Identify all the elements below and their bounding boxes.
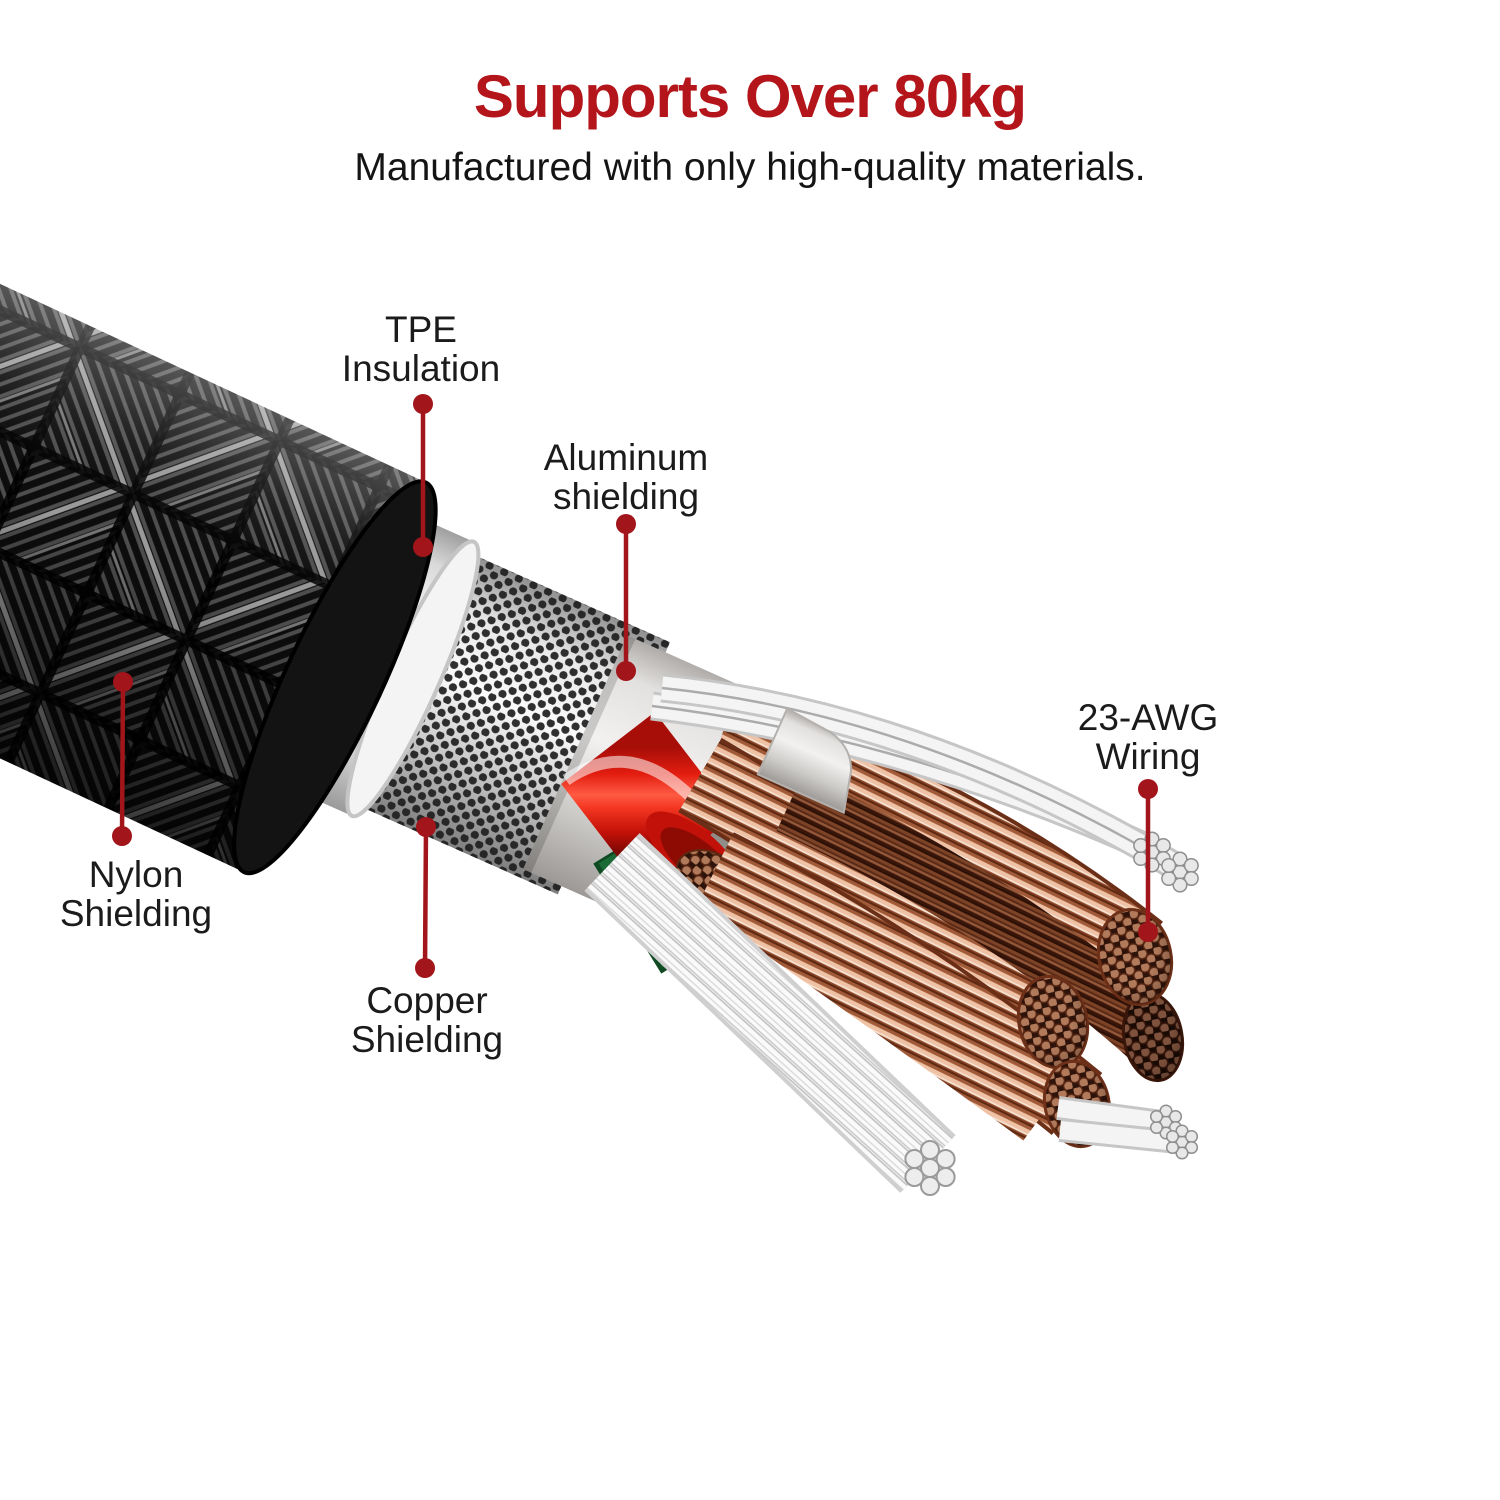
callout-nylon-line2: Shielding	[59, 893, 213, 935]
callout-aluminum-shielding: Aluminum shielding	[543, 437, 709, 518]
callout-nylon-line1: Nylon	[88, 854, 184, 895]
page-title: Supports Over 80kg	[473, 63, 1027, 130]
callout-copper-shielding: Copper Shielding	[350, 980, 504, 1061]
callout-aluminum-line1: Aluminum	[543, 437, 709, 478]
leader-lines	[112, 394, 1158, 978]
callout-copper-line2: Shielding	[350, 1019, 504, 1061]
steel-strand-wires	[650, 673, 1199, 893]
callout-tpe-line1: TPE	[385, 309, 457, 350]
callout-nylon-shielding: Nylon Shielding	[59, 854, 213, 935]
steel-strand-wires-bottom	[1056, 1096, 1199, 1160]
leader-nylon-shielding	[112, 672, 133, 846]
callout-tpe-insulation: TPE Insulation	[341, 309, 501, 390]
steel-strand-end	[904, 1140, 956, 1196]
callout-awg-wiring: 23-AWG Wiring	[1077, 697, 1219, 778]
callout-tpe-line2: Insulation	[341, 348, 501, 390]
leader-tpe-insulation	[413, 394, 433, 557]
nylon-braid-layer	[0, 123, 438, 876]
page-subtitle: Manufactured with only high-quality mate…	[354, 146, 1146, 189]
callout-aluminum-line2: shielding	[552, 476, 700, 518]
steel-strand-end	[1149, 1104, 1199, 1160]
leader-aluminum-shielding	[616, 514, 636, 681]
steel-strand-end	[1133, 831, 1199, 893]
leader-copper-shielding	[415, 817, 436, 978]
callout-awg-line2: Wiring	[1095, 736, 1201, 778]
leader-awg-wiring	[1138, 779, 1158, 942]
callout-awg-line1: 23-AWG	[1077, 697, 1219, 738]
aluminum-lip	[756, 707, 852, 815]
callout-copper-line1: Copper	[366, 980, 488, 1021]
white-ribbed-wires	[584, 833, 956, 1196]
